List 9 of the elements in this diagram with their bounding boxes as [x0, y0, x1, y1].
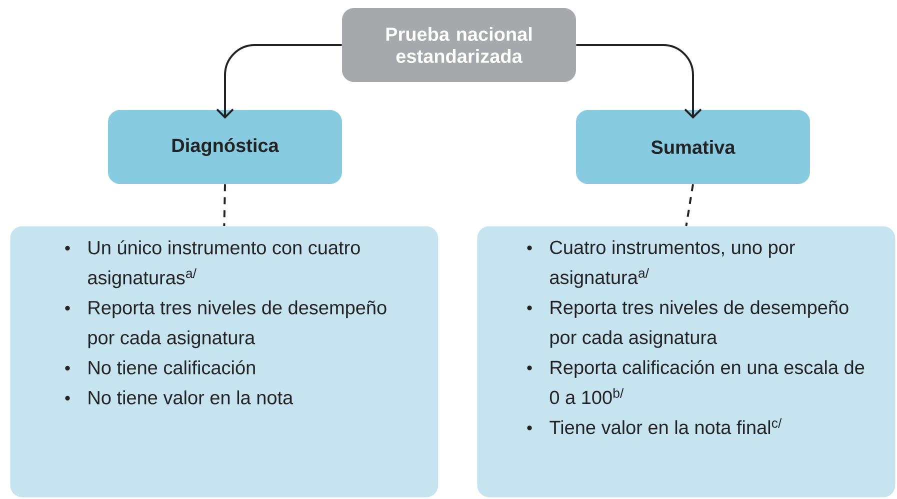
list-box: Cuatro instrumentos, uno por asignatura$^{a/}$ Reporta tres niveles de desempeño por cada asignatura Reporta calificación en una escala de 0 a 100$^{b/}$ Tiene valor en la nota final$^{c/}$	[477, 226, 896, 498]
dashed-connector	[223, 184, 226, 226]
heading-box: Prueba nacional estandarizada	[342, 8, 576, 82]
category-box: Diagnóstica	[108, 110, 342, 184]
list-box: Un único instrumento con cuatro asignaturas$^{a/}$ Reporta tres niveles de desempeño por cada asignatura No tiene calificación No tiene valor en la nota	[10, 226, 438, 498]
curved-arrow	[216, 44, 342, 119]
category-box: Sumativa	[576, 110, 810, 184]
dashed-connector	[685, 184, 694, 226]
curved-arrow	[576, 44, 702, 119]
